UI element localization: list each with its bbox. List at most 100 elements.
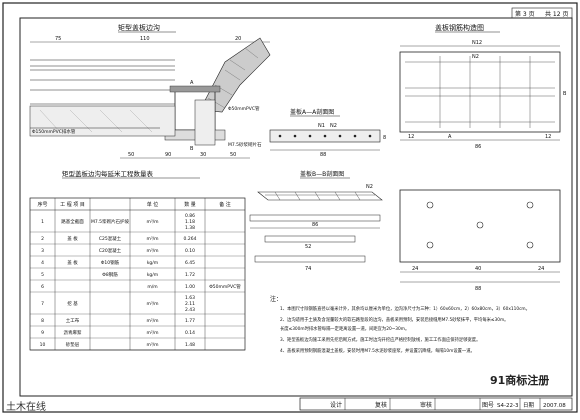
rebar-right: 12 [545, 134, 551, 140]
tb-drawing-no: S4-22-3 [497, 403, 519, 409]
title-sec-bb: 盖板B—B剖面图 [300, 170, 344, 178]
mortar-label: M7.5砂浆砌片石 [228, 141, 262, 148]
dim-top-3: 20 [235, 36, 241, 42]
bb-d1: 52 [305, 244, 311, 250]
sheet-total: 共 12 页 [545, 10, 568, 18]
table-cell: 3 [41, 248, 44, 254]
table-header-5: 备 注 [219, 201, 231, 208]
table-cell: kg/m [147, 260, 158, 266]
table-cell: kg/m [147, 272, 158, 278]
rebar-slab-outline [399, 51, 561, 133]
table-cell: 土工布 [66, 317, 80, 324]
bb-n2: N2 [366, 184, 373, 190]
table-cell: 路基全截面 [61, 218, 84, 225]
table-cell: 0.264 [184, 236, 197, 242]
tb-date: 2007.08 [543, 403, 566, 409]
table-cell: M7.5浆砌片石护坡 [91, 218, 130, 225]
table-header-4: 数 量 [184, 201, 196, 208]
rebar-side-b: B [563, 91, 567, 97]
dim-bottom-4: 50 [230, 152, 236, 158]
table-cell: 0.10 [185, 248, 195, 254]
rebar-left: 12 [408, 134, 414, 140]
table-cell: 1.63 [185, 295, 195, 301]
table-header-0: 序号 [37, 201, 47, 208]
dim-bottom-1: 50 [128, 152, 134, 158]
table-cell: C25混凝土 [99, 235, 122, 242]
rebar-mark-a: A [448, 134, 452, 140]
watermark-right: 91商标注册 [490, 374, 550, 387]
cover-slab [169, 85, 221, 93]
table-cell: 6 [41, 284, 44, 290]
table-cell: 1.18 [185, 219, 195, 225]
table-header-3: 单 位 [147, 201, 159, 208]
pipe-right-label: Φ50mmPVC管 [228, 105, 260, 112]
slab-plan [399, 189, 561, 263]
note-line-1: 1、本图尺寸除钢筋直径以毫米计外，其余均以厘米为单位，边沟净尺寸为三种：1）60… [280, 305, 530, 312]
rebar-inner: N2 [472, 54, 479, 60]
rebar-total: N12 [472, 40, 482, 46]
table-cell: m²/m [146, 330, 158, 336]
table-cell: Φ8钢筋 [102, 271, 118, 278]
table-header-1: 工 程 项 目 [60, 201, 85, 208]
table-cell: 盖 板 [67, 259, 78, 266]
table-cell: 1.00 [185, 284, 195, 290]
table-cell: m³/m [146, 236, 158, 242]
table-cell: 盖 板 [67, 235, 78, 242]
table-cell: 1.48 [185, 342, 195, 348]
title-section: 矩型盖板边沟 [118, 23, 160, 32]
table-cell: 2.43 [185, 307, 195, 313]
table-cell: m³/m [146, 219, 158, 225]
table-cell: 9 [41, 330, 44, 336]
tb-scale-label: 日期 [523, 402, 535, 409]
table-cell: 1.38 [185, 225, 195, 231]
table-cell: 4 [41, 260, 44, 266]
table-cell: 2 [41, 236, 44, 242]
bb-width: 86 [312, 222, 318, 228]
plan-dim-a: 24 [412, 266, 418, 272]
table-cell: m³/m [146, 301, 158, 307]
table-cell: 1.72 [185, 272, 195, 278]
outer-frame [2, 2, 578, 413]
watermark-left: 土木在线 [6, 402, 46, 413]
section-mark-a: A [190, 80, 194, 86]
note-line-5: 4、盖板采用预制钢筋混凝土盖板，安装时用M7.5水泥砂浆座浆，并设置沉降缝，每隔… [280, 347, 475, 354]
table-cell: m³/m [146, 342, 158, 348]
note-line-3: 长度≤300m时排水管每隔一定距离设置一道，间距宜为20~30m。 [280, 325, 409, 332]
tb-review: 审核 [420, 401, 432, 409]
section-mark-b: B [190, 146, 194, 152]
table-cell: 0.14 [185, 330, 195, 336]
tb-design: 设计 [330, 401, 342, 409]
table-cell: m/m [147, 284, 157, 290]
table-cell: Φ50mmPVC管 [209, 283, 241, 290]
plan-dim-b: 40 [475, 266, 481, 272]
aa-n2: N2 [330, 123, 337, 129]
note-line-2: 2、边沟适用于土质及含泥量较大的软石路堑段的边沟，盖板采用预制，安装后接缝用M7… [280, 316, 508, 323]
bb-d2: 74 [305, 266, 311, 272]
dim-bottom-3: 30 [200, 152, 206, 158]
note-line-4: 3、矩型盖板边沟施工采用先挖后砌方式，施工时边沟开挖应严格控制放线，施工工作面应… [280, 336, 480, 343]
plan-width: 88 [475, 286, 481, 292]
table-cell: Φ10钢筋 [101, 259, 120, 266]
pipe-left-label: Φ150mmPVC排水管 [32, 128, 76, 135]
table-cell: m²/m [146, 318, 158, 324]
dim-bottom-2: 90 [165, 152, 171, 158]
table-cell: 7 [41, 301, 44, 307]
aa-width: 88 [320, 152, 326, 158]
table-cell: m³/m [146, 248, 158, 254]
table-cell: 沥青麻絮 [64, 329, 82, 336]
title-quantity: 矩型盖板边沟每延米工程数量表 [62, 169, 154, 178]
slope-masonry [199, 37, 271, 113]
dim-top-2: 110 [140, 36, 150, 42]
plan-dim-c: 24 [538, 266, 544, 272]
table-cell: 砂垫层 [66, 341, 80, 348]
dim-top-1: 75 [55, 36, 61, 42]
table-cell: 8 [41, 318, 44, 324]
title-rebar: 盖板钢筋构造图 [435, 23, 484, 32]
table-cell: 0.86 [185, 213, 195, 219]
aa-n1: N1 [318, 123, 325, 129]
tb-check: 复核 [375, 401, 387, 409]
table-cell: 10 [40, 342, 46, 348]
